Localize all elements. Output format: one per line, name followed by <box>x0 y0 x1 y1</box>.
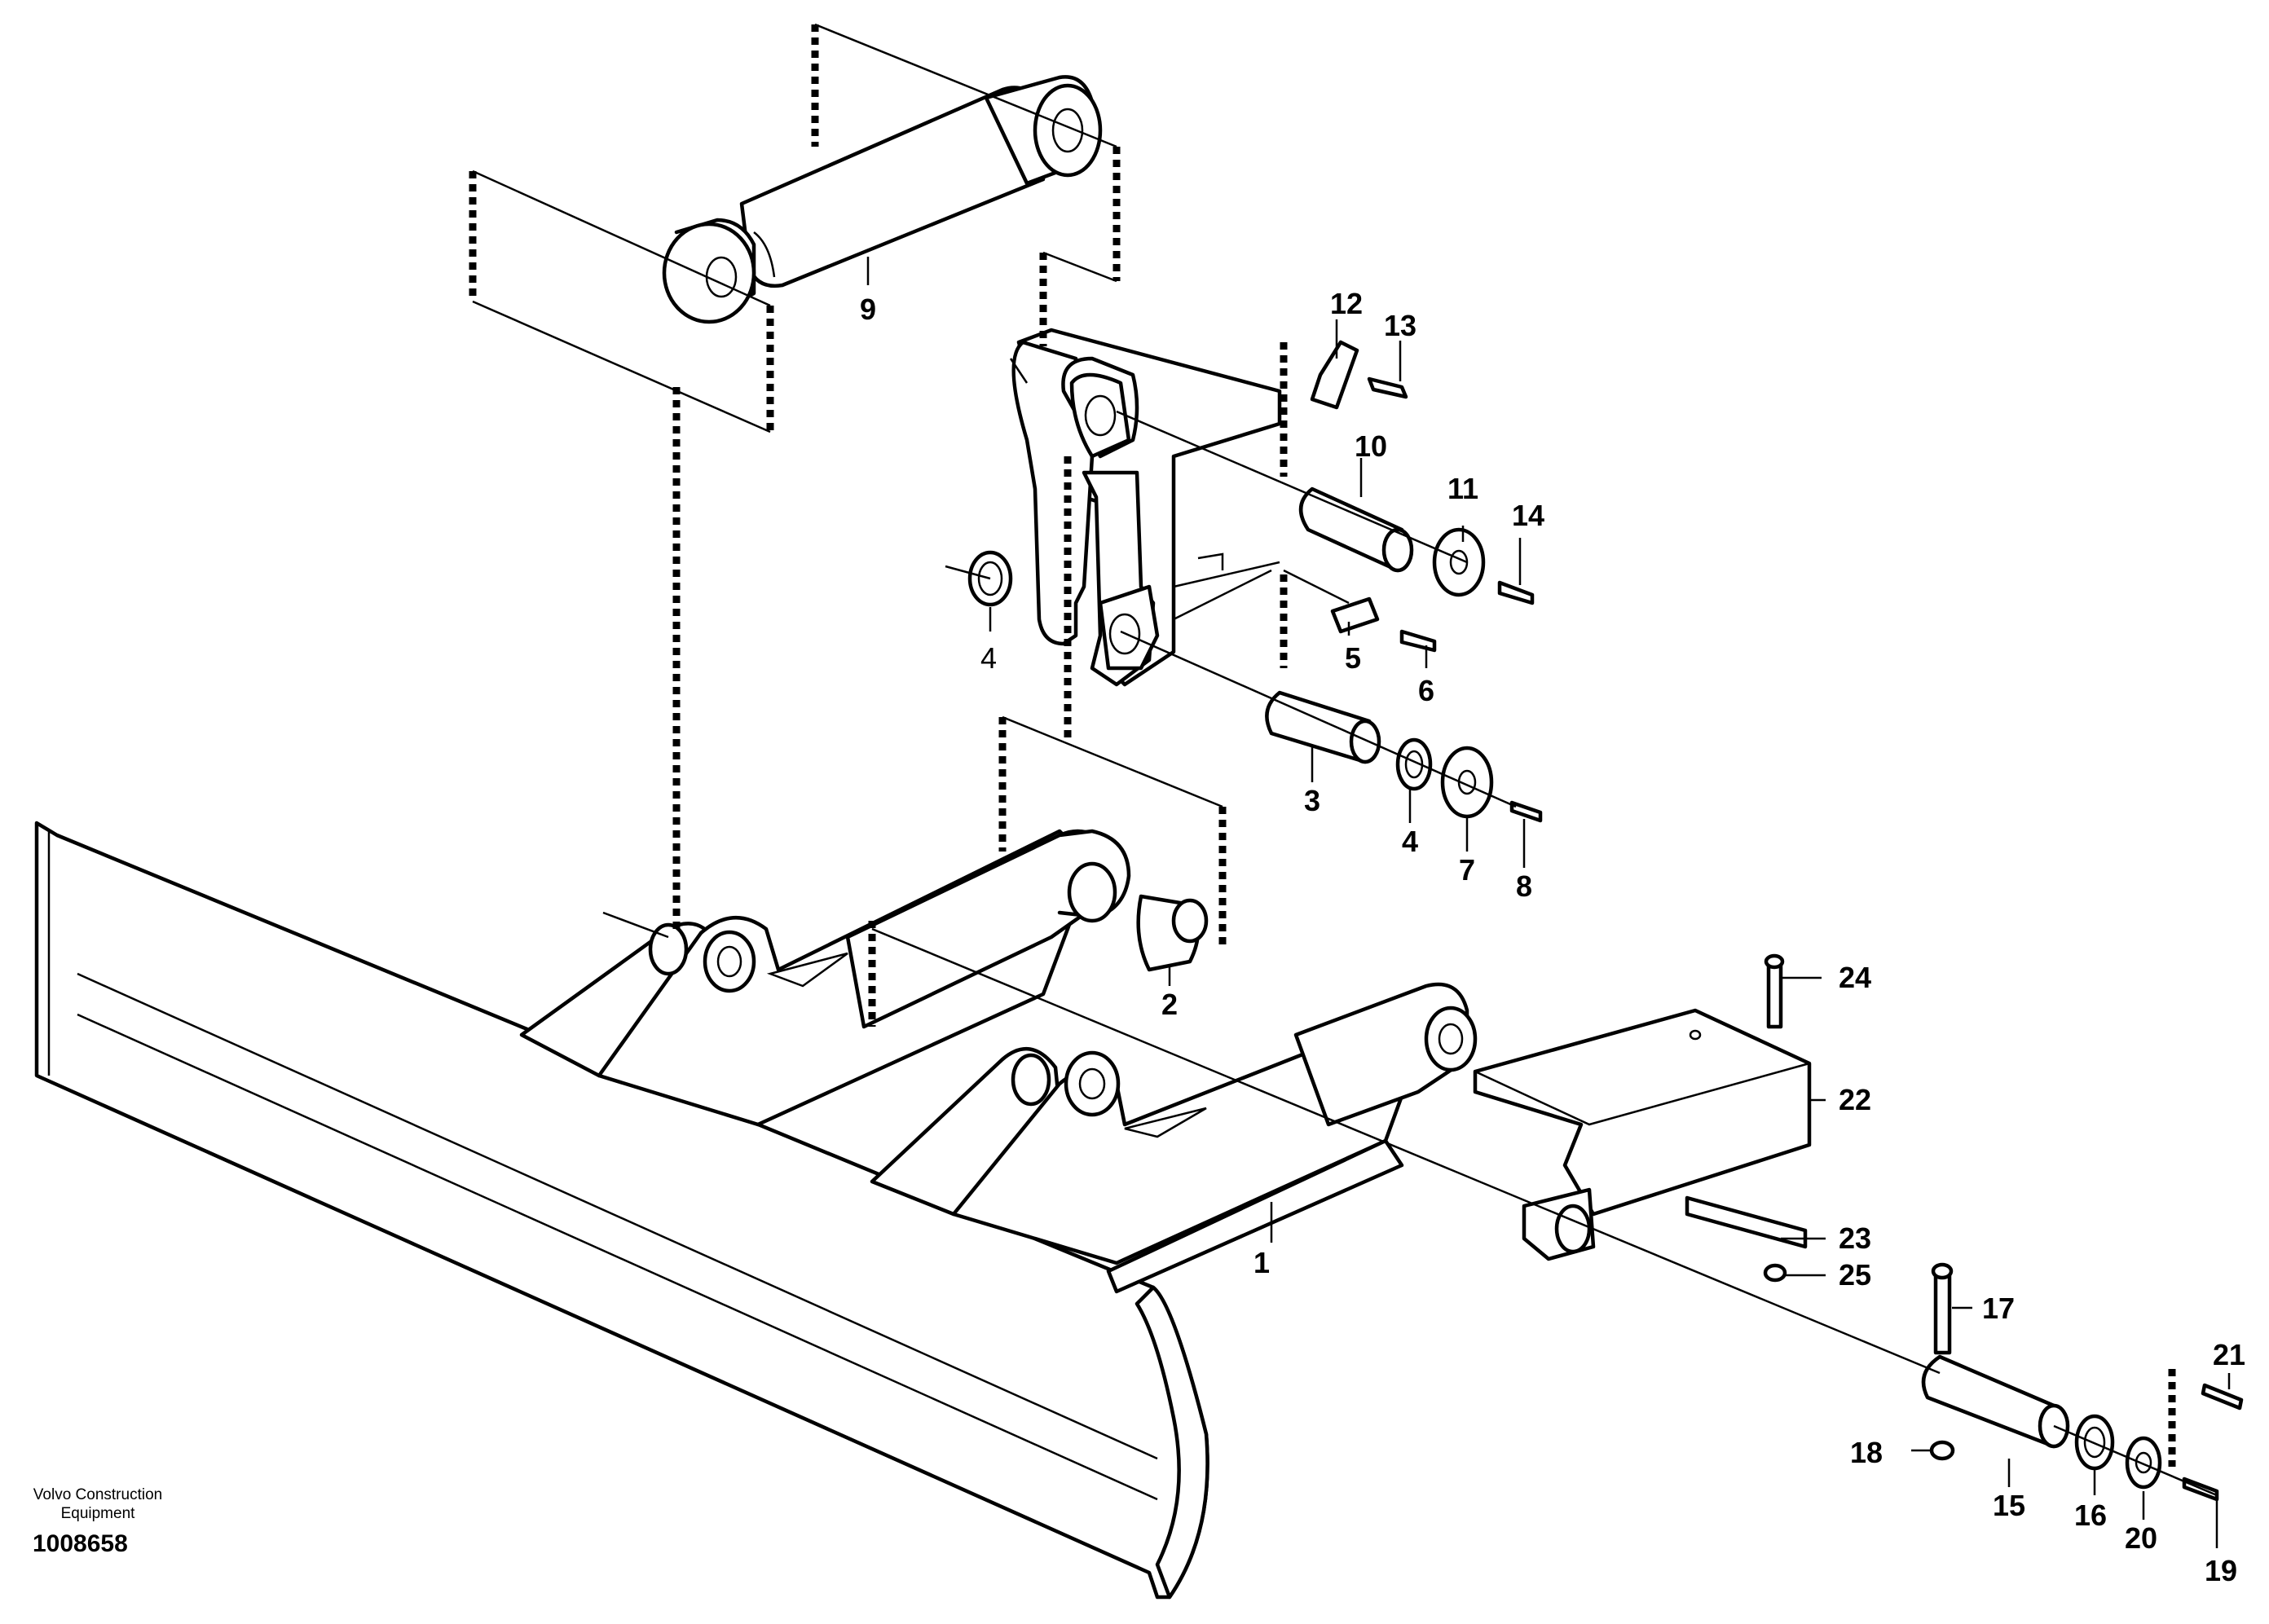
dozer-blade <box>34 821 1209 1600</box>
company-name: Volvo Construction Equipment <box>33 1486 163 1522</box>
small-parts <box>967 340 1543 972</box>
callout-16: 16 <box>2074 1499 2107 1532</box>
callout-11: 11 <box>1447 472 1478 505</box>
push-frame <box>519 829 1478 1294</box>
callout-13: 13 <box>1384 309 1416 342</box>
callout-12: 12 <box>1330 287 1363 320</box>
callout-6: 6 <box>1418 674 1434 707</box>
phantom-lines <box>469 23 2176 1467</box>
callout-24: 24 <box>1839 961 1871 994</box>
callout-20: 20 <box>2125 1521 2157 1555</box>
leader-lines <box>866 257 2231 1548</box>
callout-9: 9 <box>860 293 876 326</box>
callout-1: 1 <box>1253 1246 1270 1279</box>
callout-2: 2 <box>1161 988 1178 1021</box>
callout-14: 14 <box>1512 499 1544 532</box>
callout-10: 10 <box>1355 429 1387 463</box>
callout-8: 8 <box>1516 869 1532 903</box>
callout-19: 19 <box>2205 1554 2237 1587</box>
drawing-number: 1008658 <box>33 1530 128 1557</box>
callout-labels: 1 2 3 4 4 5 6 7 8 9 10 11 12 13 14 15 16… <box>860 287 2245 1587</box>
callout-4-left: 4 <box>980 641 997 675</box>
callout-15: 15 <box>1993 1489 2025 1522</box>
callout-17: 17 <box>1982 1292 2015 1325</box>
axis-lines <box>602 358 2218 1497</box>
callout-21: 21 <box>2213 1338 2245 1371</box>
callout-3: 3 <box>1304 784 1320 817</box>
bracket-assembly <box>1011 328 1282 687</box>
callout-7: 7 <box>1459 853 1475 887</box>
callout-4: 4 <box>1402 825 1418 858</box>
hydraulic-cylinder <box>662 75 1103 324</box>
callout-22: 22 <box>1839 1083 1871 1116</box>
callout-23: 23 <box>1839 1221 1871 1255</box>
callout-5: 5 <box>1345 641 1361 675</box>
callout-25: 25 <box>1839 1258 1871 1292</box>
callout-18: 18 <box>1850 1436 1883 1469</box>
